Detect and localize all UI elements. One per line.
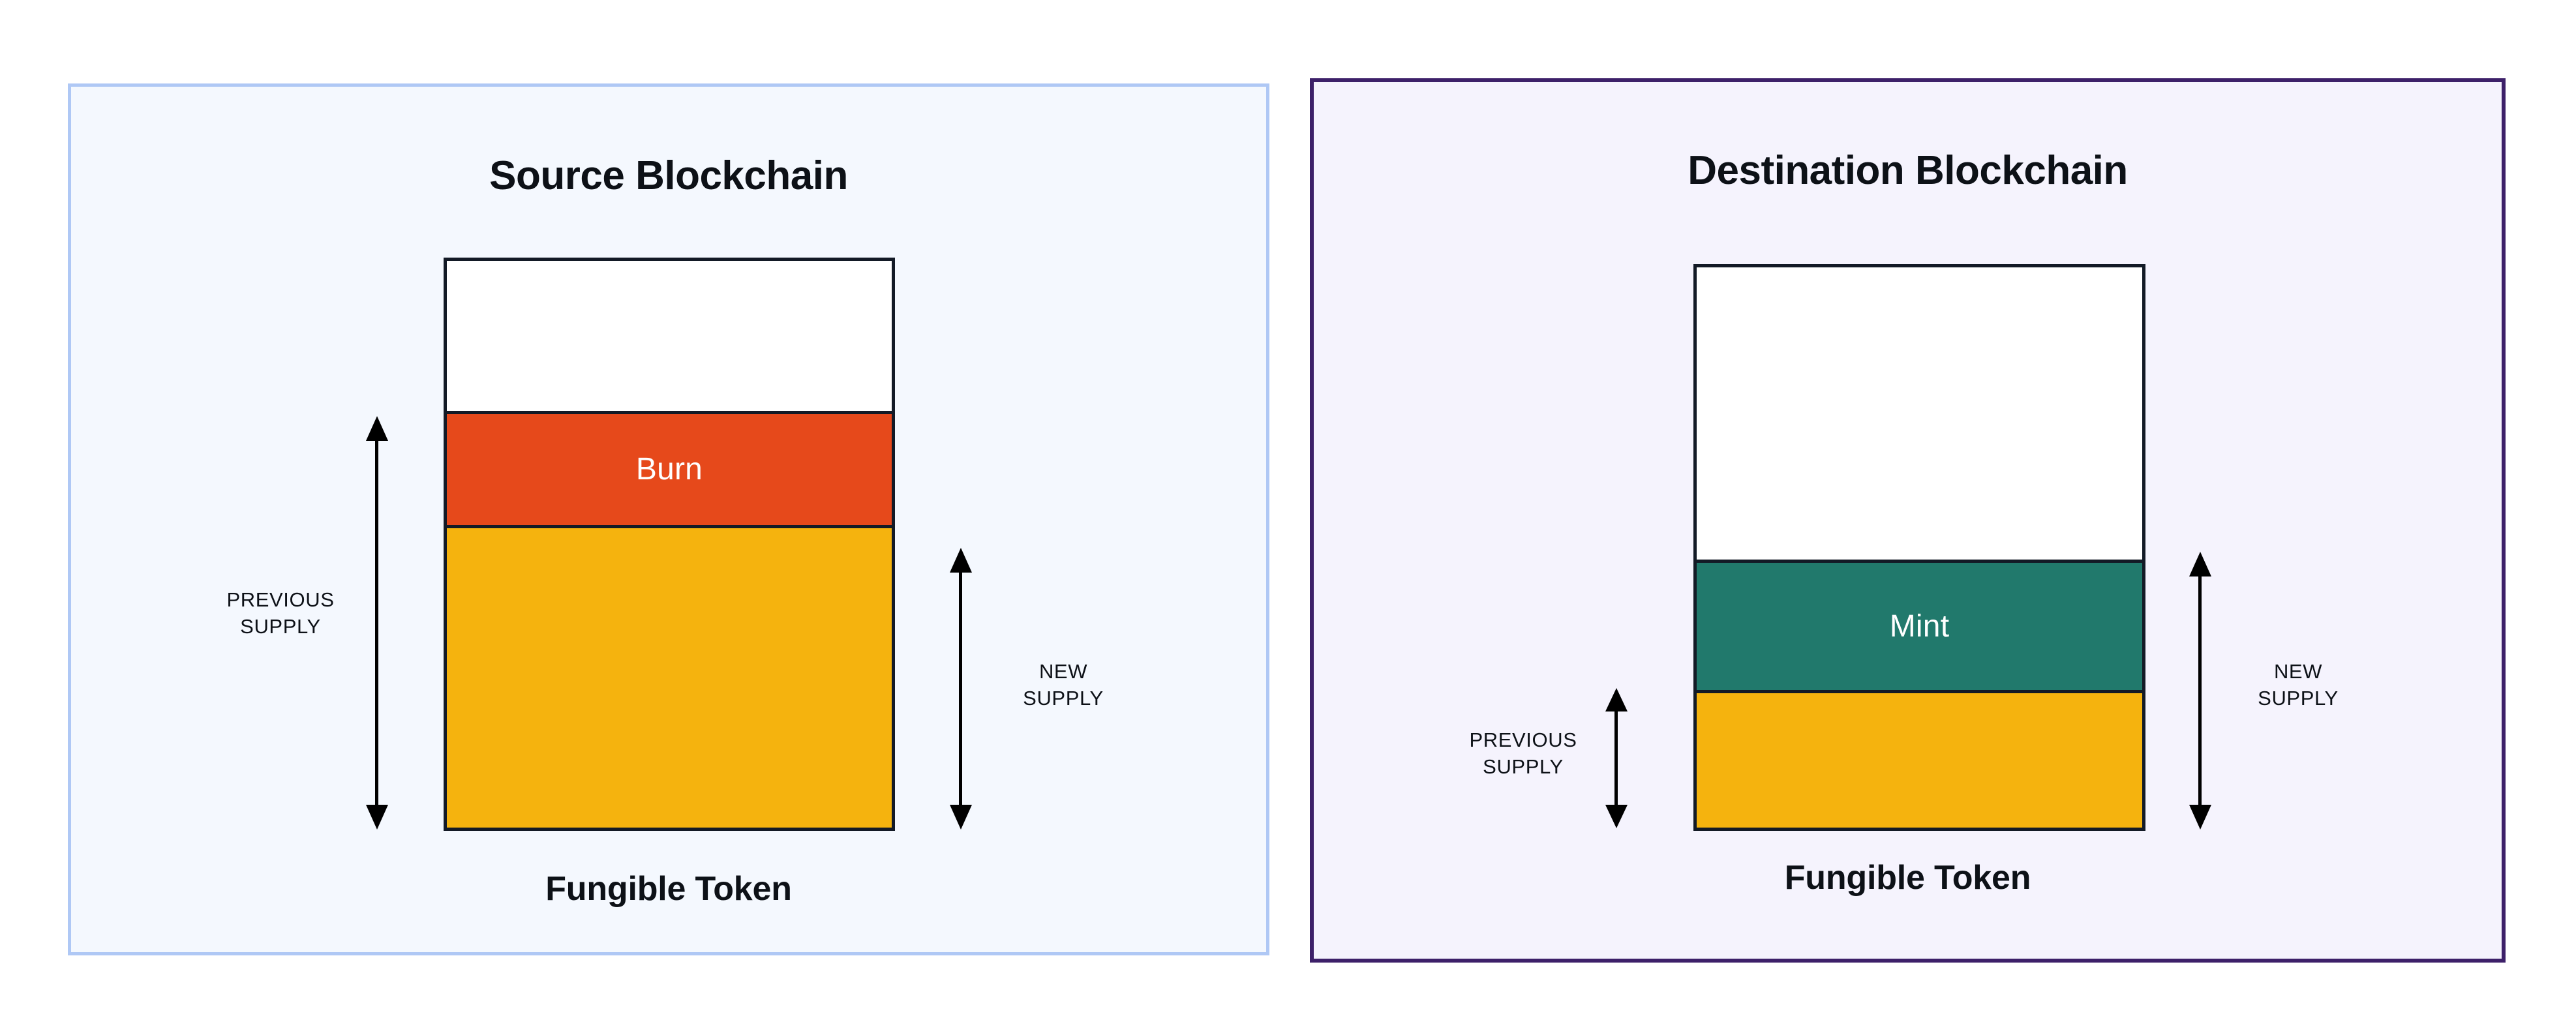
source-new-supply-label: NEW SUPPLY (1023, 660, 1104, 710)
destination-bar-segment-mint: Mint (1697, 560, 2142, 693)
destination-bar-segment-supply (1697, 693, 2142, 828)
source-bar-segment-supply (447, 528, 892, 828)
source-new-supply-arrow (949, 548, 973, 830)
source-bar-segment-headroom (447, 261, 892, 411)
source-burn-label: Burn (635, 452, 703, 487)
destination-mint-label: Mint (1889, 608, 1950, 644)
source-bar-segment-burn: Burn (447, 411, 892, 528)
source-previous-supply-arrow (365, 416, 389, 830)
source-panel-title: Source Blockchain (489, 153, 848, 198)
source-token-supply-bar: Burn (444, 258, 895, 831)
destination-new-supply-arrow (2189, 552, 2212, 830)
source-panel-footer-label: Fungible Token (545, 870, 792, 908)
destination-new-supply-label: NEW SUPPLY (2258, 660, 2339, 710)
destination-bar-segment-headroom (1697, 267, 2142, 560)
destination-panel-title: Destination Blockchain (1688, 148, 2128, 193)
source-previous-supply-label: PREVIOUS SUPPLY (226, 588, 335, 638)
destination-token-supply-bar: Mint (1693, 264, 2145, 831)
destination-previous-supply-label: PREVIOUS SUPPLY (1469, 728, 1577, 778)
destination-previous-supply-arrow (1605, 688, 1628, 828)
destination-panel-footer-label: Fungible Token (1784, 859, 2031, 897)
